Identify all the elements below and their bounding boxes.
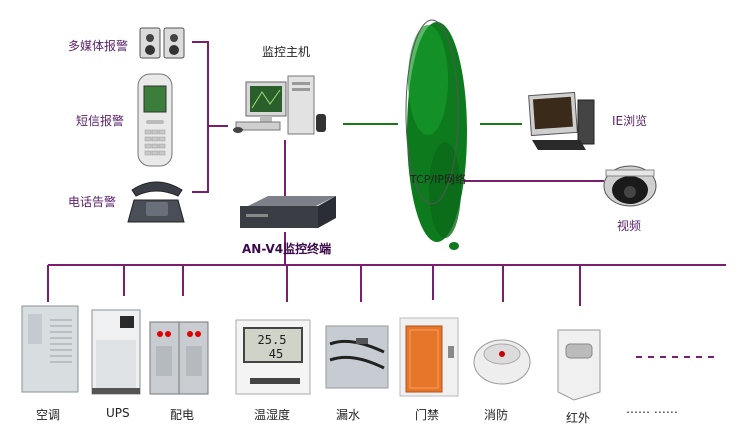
device-label-thermo: 温湿度 [254, 408, 291, 422]
alarm-bracket-line [192, 41, 209, 193]
network-label: TCP/IP网络 [410, 173, 466, 186]
network-cloud [405, 19, 467, 250]
water-leak-sensor-icon [325, 325, 389, 389]
device-label-aircon: 空调 [36, 408, 61, 422]
desktop-computer-icon [528, 91, 595, 150]
infrared-sensor-icon [557, 329, 601, 401]
thermohygrometer-icon: 25.5 45 [235, 319, 311, 395]
device-label-power: 配电 [170, 408, 195, 422]
air-conditioner-icon [21, 305, 79, 393]
device-label-infrared: 红外 [566, 411, 591, 425]
rack-terminal-icon [240, 196, 336, 228]
mobile-phone-icon [137, 73, 173, 167]
power-distribution-icon [149, 321, 209, 395]
access-door-icon [399, 317, 459, 397]
device-label-fire: 消防 [484, 408, 509, 422]
multimedia-alarm-label: 多媒体报警 [68, 39, 129, 53]
device-label-door: 门禁 [415, 408, 440, 422]
device-drop-lines [47, 265, 581, 306]
dome-camera-icon [603, 165, 657, 207]
speakers-icon [139, 27, 185, 59]
video-label: 视频 [617, 219, 642, 233]
svg-text:25.5: 25.5 [258, 333, 287, 347]
terminal-label: AN-V4监控终端 [242, 242, 332, 256]
ie-browse-label: IE浏览 [612, 114, 648, 128]
device-label-leak: 漏水 [336, 408, 361, 422]
ups-icon [91, 309, 141, 395]
svg-text:45: 45 [269, 347, 283, 361]
phone-alarm-label: 电话告警 [68, 195, 117, 209]
smoke-detector-icon [473, 339, 531, 385]
desk-telephone-icon [127, 181, 185, 223]
host-computer-icon [233, 75, 326, 135]
device-label-ups: UPS [106, 406, 130, 420]
device-label-more: …… …… [626, 402, 678, 416]
sms-alarm-label: 短信报警 [76, 114, 125, 128]
host-label: 监控主机 [262, 45, 311, 59]
